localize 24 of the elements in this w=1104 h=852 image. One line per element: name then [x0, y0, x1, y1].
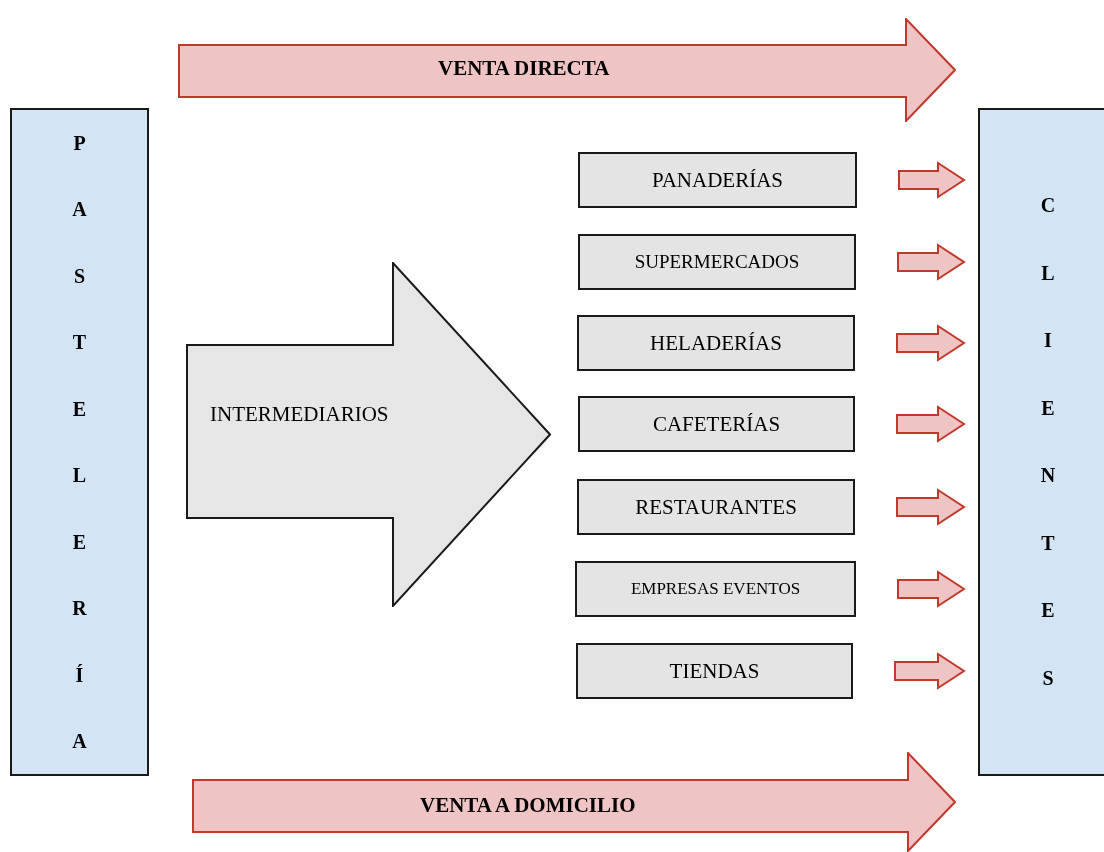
arrow	[896, 405, 966, 443]
vertical-label: CLIENTES	[1039, 193, 1057, 691]
channel-box: SUPERMERCADOS	[578, 234, 856, 290]
channel-box: EMPRESAS EVENTOS	[575, 561, 856, 617]
channel-box: TIENDAS	[576, 643, 853, 699]
arrow	[897, 243, 966, 281]
block-arrow	[192, 752, 956, 852]
channel-box: HELADERÍAS	[577, 315, 855, 371]
arrow-label: INTERMEDIARIOS	[210, 402, 389, 427]
arrow-label: VENTA A DOMICILIO	[420, 793, 636, 818]
channel-box: RESTAURANTES	[577, 479, 855, 535]
channel-box: CAFETERÍAS	[578, 396, 855, 452]
channel-panel	[10, 108, 149, 776]
vertical-label: PASTELERÍA	[71, 130, 88, 754]
channel-panel	[978, 108, 1104, 776]
block-arrow	[186, 262, 551, 607]
channel-box: PANADERÍAS	[578, 152, 857, 208]
arrow	[897, 570, 966, 608]
block-arrow	[178, 18, 956, 122]
arrow	[898, 161, 966, 199]
arrow	[896, 488, 966, 526]
arrow-label: VENTA DIRECTA	[438, 56, 610, 81]
arrow	[896, 324, 966, 362]
arrow	[894, 652, 966, 690]
